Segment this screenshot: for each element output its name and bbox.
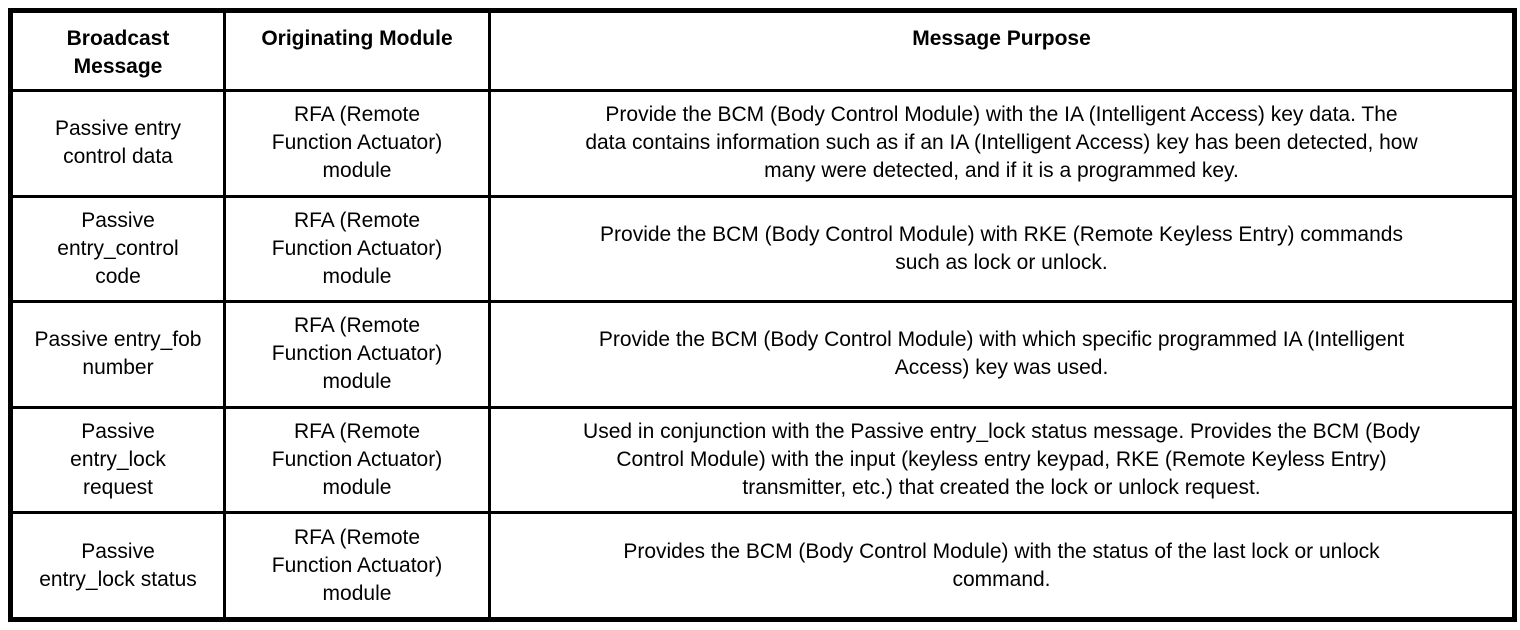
cell-originating-module: RFA (Remote Function Actuator) module [223, 405, 491, 515]
cell-broadcast-message: Passive entry_control code [9, 194, 226, 304]
cell-originating-module: RFA (Remote Function Actuator) module [223, 89, 491, 198]
cell-message-purpose: Provides the BCM (Body Control Module) w… [488, 511, 1516, 621]
col-header-originating-module: Originating Module [223, 9, 491, 92]
col-header-broadcast-message: Broadcast Message [9, 9, 226, 92]
col-header-message-purpose: Message Purpose [488, 9, 1516, 92]
cell-message-purpose: Used in conjunction with the Passive ent… [488, 405, 1516, 515]
cell-broadcast-message: Passive entry control data [9, 89, 226, 198]
cell-broadcast-message: Passive entry_fob number [9, 300, 226, 409]
cell-originating-module: RFA (Remote Function Actuator) module [223, 300, 491, 409]
table-row: Passive entry_lock status RFA (Remote Fu… [9, 511, 1516, 621]
table-row: Passive entry_fob number RFA (Remote Fun… [9, 300, 1516, 409]
table-row: Passive entry_lock request RFA (Remote F… [9, 405, 1516, 515]
table-row: Passive entry control data RFA (Remote F… [9, 89, 1516, 198]
table-row: Passive entry_control code RFA (Remote F… [9, 194, 1516, 304]
cell-originating-module: RFA (Remote Function Actuator) module [223, 194, 491, 304]
cell-message-purpose: Provide the BCM (Body Control Module) wi… [488, 300, 1516, 409]
cell-message-purpose: Provide the BCM (Body Control Module) wi… [488, 194, 1516, 304]
table-header-row: Broadcast Message Originating Module Mes… [9, 9, 1516, 92]
cell-originating-module: RFA (Remote Function Actuator) module [223, 511, 491, 621]
cell-message-purpose: Provide the BCM (Body Control Module) wi… [488, 89, 1516, 198]
cell-broadcast-message: Passive entry_lock status [9, 511, 226, 621]
broadcast-messages-table: Broadcast Message Originating Module Mes… [8, 8, 1517, 622]
cell-broadcast-message: Passive entry_lock request [9, 405, 226, 515]
